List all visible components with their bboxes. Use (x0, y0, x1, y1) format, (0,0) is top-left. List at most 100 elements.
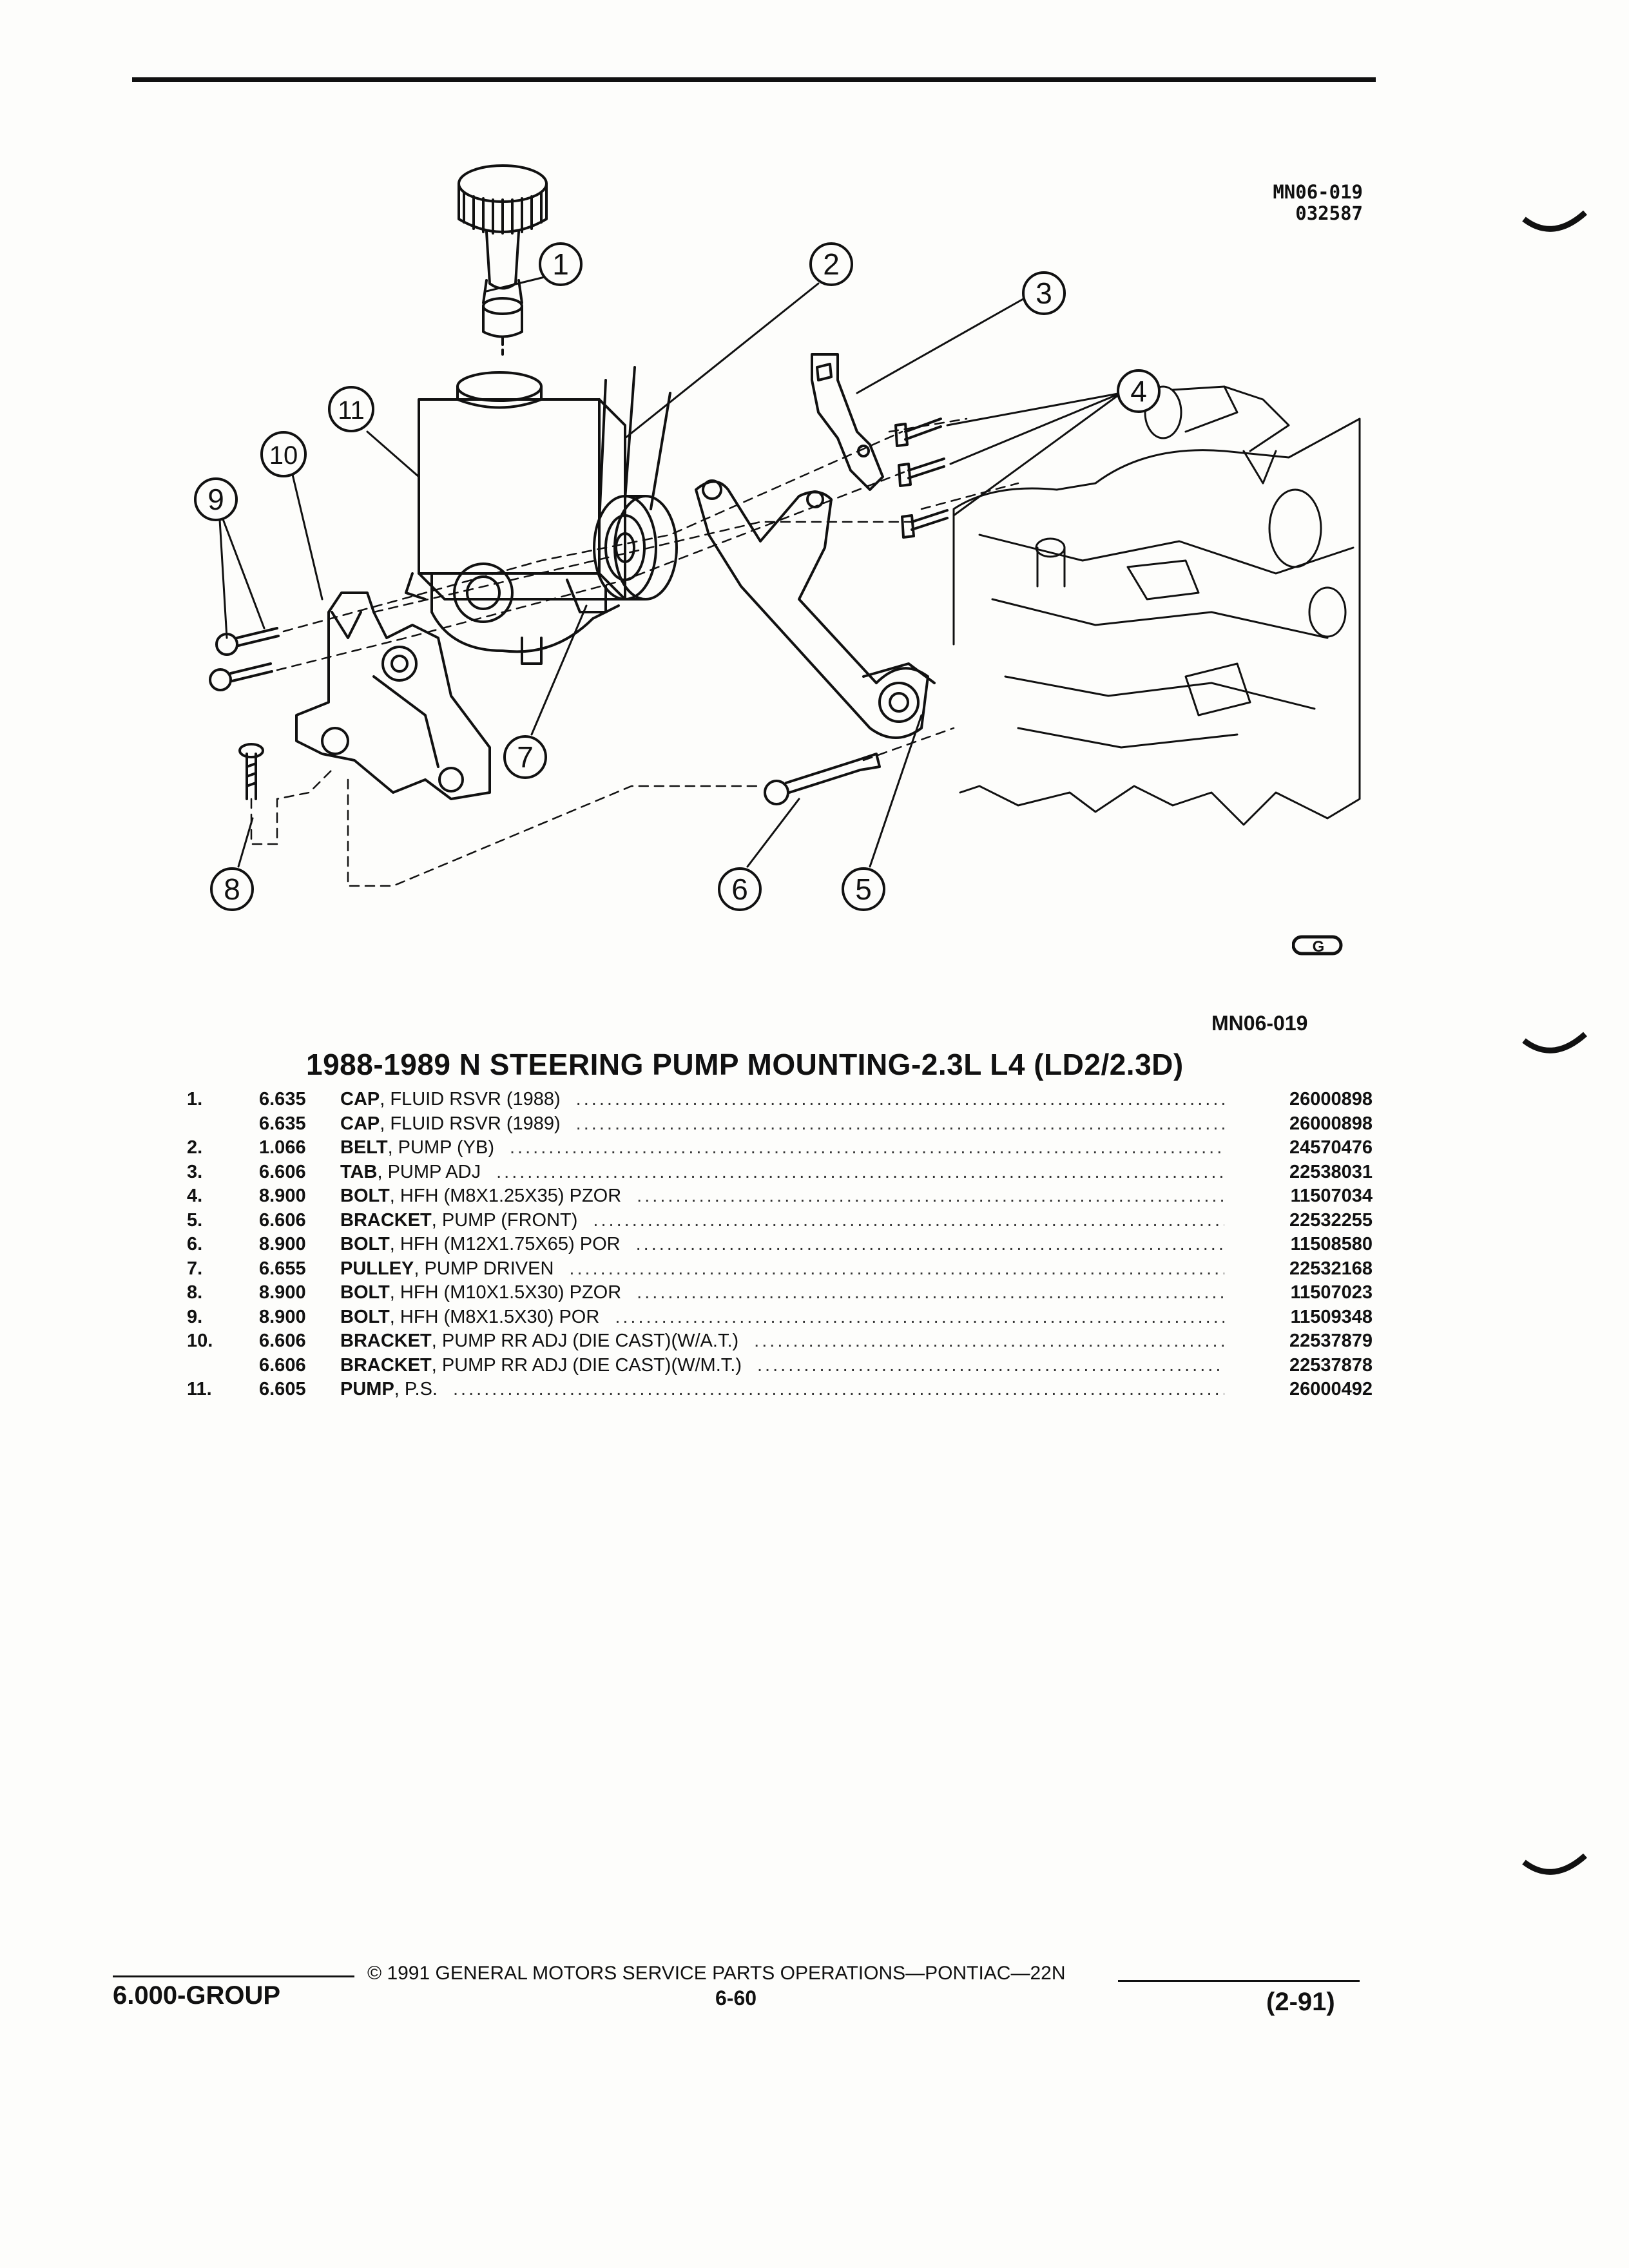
part-item-number: 3. (187, 1161, 203, 1182)
part-item-number: 9. (187, 1306, 203, 1327)
part-description: BRACKET, PUMP RR ADJ (DIE CAST)(W/M.T.) (340, 1354, 742, 1378)
part-group-number: 6.606 (259, 1331, 306, 1351)
leader-dots: ........................................… (510, 1137, 1224, 1158)
part-description: BOLT, HFH (M8X1.5X30) POR (340, 1305, 599, 1330)
part-row: 6.635 CAP, FLUID RSVR (1989).............… (187, 1112, 1373, 1137)
callout-8: 8 (210, 867, 254, 911)
callout-11: 11 (328, 386, 374, 432)
callout-1: 1 (539, 242, 583, 286)
part-name: TAB (340, 1161, 378, 1182)
part-item-number: 10. (187, 1331, 213, 1351)
leader-10 (289, 463, 323, 601)
part-row: 2. 1.066 BELT, PUMP (YB)..................… (187, 1136, 1373, 1160)
part-number: 26000898 (1289, 1113, 1373, 1134)
part-detail: , PUMP RR ADJ (DIE CAST)(W/A.T.) (431, 1331, 739, 1351)
part-name: BRACKET (340, 1331, 432, 1351)
footer-copyright: © 1991 GENERAL MOTORS SERVICE PARTS OPER… (367, 1963, 1066, 1984)
footer-group: 6.000-GROUP (113, 1981, 281, 2010)
leader-8 (237, 817, 254, 868)
pump-reservoir-icon (405, 371, 626, 665)
page-title: 1988-1989 N STEERING PUMP MOUNTING-2.3L … (306, 1048, 1184, 1081)
part-group-number: 6.635 (259, 1113, 306, 1134)
part-row: 3. 6.606 TAB, PUMP ADJ....................… (187, 1160, 1373, 1185)
part-name: PULLEY (340, 1258, 414, 1279)
figure-code-top: MN06-019 032587 (1247, 182, 1363, 224)
part-name: BRACKET (340, 1354, 432, 1376)
part-name: BOLT (340, 1234, 390, 1254)
part-group-number: 6.605 (259, 1379, 306, 1399)
svg-text:11: 11 (338, 396, 365, 425)
part-name: CAP (340, 1113, 380, 1134)
part-detail: , PUMP ADJ (377, 1161, 481, 1182)
bolt-icon (764, 753, 881, 805)
part-number: 11507023 (1290, 1282, 1373, 1303)
part-group-number: 8.900 (259, 1282, 306, 1303)
part-name: BELT (340, 1137, 388, 1158)
leader-dots: ........................................… (637, 1282, 1224, 1303)
part-description: CAP, FLUID RSVR (1988) (340, 1088, 561, 1112)
svg-text:8: 8 (224, 872, 240, 906)
part-row: 10. 6.606 BRACKET, PUMP RR ADJ (DIE CAST)(… (187, 1329, 1373, 1354)
figure-code-bottom: MN06-019 (1211, 1012, 1308, 1035)
part-group-number: 8.900 (259, 1234, 306, 1254)
callout-5: 5 (842, 867, 885, 911)
part-group-number: 6.606 (259, 1161, 306, 1182)
leader-dots: ........................................… (575, 1089, 1224, 1110)
part-group-number: 1.066 (259, 1137, 306, 1158)
part-detail: , FLUID RSVR (1988) (380, 1089, 561, 1110)
part-item-number: 8. (187, 1282, 203, 1303)
part-number: 11507034 (1290, 1186, 1373, 1206)
part-detail: , PUMP (FRONT) (431, 1209, 578, 1231)
leader-5 (869, 714, 923, 868)
leader-6 (746, 798, 800, 868)
part-item-number: 5. (187, 1209, 203, 1231)
part-item-number: 6. (187, 1234, 203, 1254)
bolt-icon (894, 418, 949, 539)
part-number: 22532255 (1289, 1209, 1373, 1231)
leader-dots: ........................................… (575, 1113, 1224, 1134)
figure-code: MN06-019 (1273, 181, 1363, 203)
svg-text:9: 9 (207, 483, 224, 516)
svg-text:3: 3 (1036, 276, 1052, 310)
page-number: 6-60 (715, 1986, 757, 2010)
leader-dots: ........................................… (635, 1234, 1224, 1254)
part-detail: , PUMP (YB) (387, 1137, 494, 1158)
part-name: PUMP (340, 1379, 394, 1399)
part-detail: , PUMP RR ADJ (DIE CAST)(W/M.T.) (431, 1354, 742, 1376)
svg-text:7: 7 (517, 740, 534, 774)
svg-text:1: 1 (552, 247, 569, 281)
figure-date: 032587 (1295, 202, 1363, 224)
svg-text:5: 5 (855, 872, 872, 906)
part-item-number: 7. (187, 1258, 203, 1279)
leader-dots: ........................................… (496, 1161, 1224, 1182)
part-detail: , FLUID RSVR (1989) (380, 1113, 561, 1134)
binder-mark-icon (1522, 210, 1588, 232)
callout-10: 10 (260, 431, 307, 477)
part-detail: , PUMP DRIVEN (414, 1258, 554, 1279)
part-description: BRACKET, PUMP RR ADJ (DIE CAST)(W/A.T.) (340, 1329, 738, 1354)
part-name: CAP (340, 1089, 380, 1110)
top-rule (132, 77, 1376, 82)
leader-11 (366, 430, 420, 478)
part-number: 24570476 (1289, 1137, 1373, 1158)
leader-7 (530, 604, 588, 736)
part-description: TAB, PUMP ADJ (340, 1160, 481, 1185)
part-group-number: 6.655 (259, 1258, 306, 1279)
part-item-number: 2. (187, 1137, 203, 1158)
callout-6: 6 (718, 867, 762, 911)
leader-4 (946, 392, 1123, 517)
leader-3 (856, 295, 1029, 394)
svg-text:2: 2 (823, 247, 840, 281)
leader-dots: ........................................… (757, 1354, 1224, 1376)
part-description: BELT, PUMP (YB) (340, 1136, 494, 1160)
bolt-icon (238, 743, 264, 800)
part-name: BRACKET (340, 1209, 432, 1231)
